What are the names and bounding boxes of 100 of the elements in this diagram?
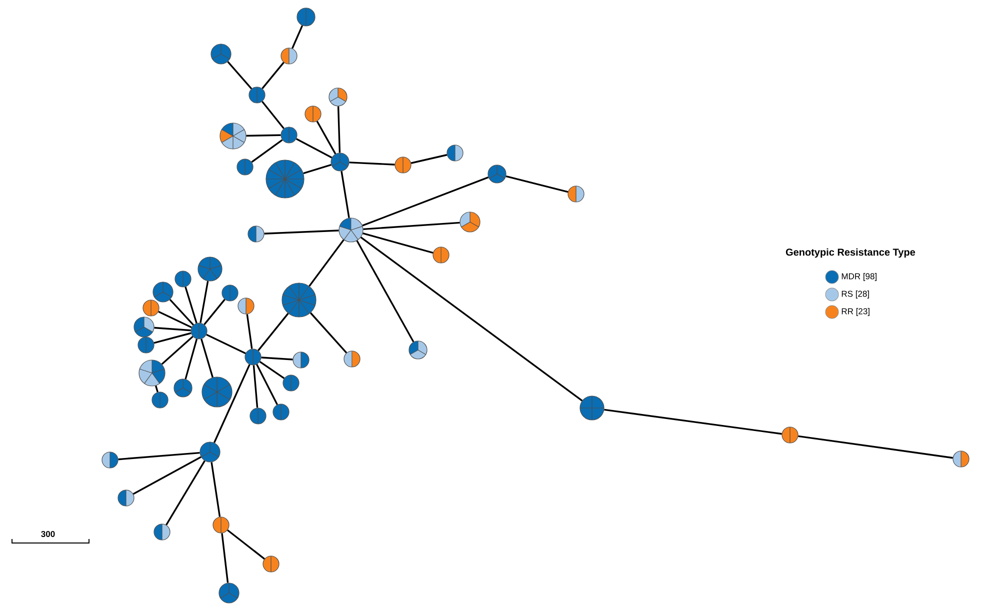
pie-node: [238, 298, 254, 314]
pie-node: [280, 48, 298, 64]
edge-line: [184, 338, 198, 380]
edge-line: [259, 361, 285, 380]
pie-node: [190, 322, 208, 340]
pie-node: [280, 126, 298, 144]
edge-line: [410, 154, 448, 164]
edge-line: [310, 312, 348, 354]
legend-label: MDR [98]: [842, 273, 876, 281]
edge-line: [154, 386, 158, 392]
pie-node: [138, 336, 154, 354]
pie-node: [250, 408, 266, 424]
pie-node: [262, 556, 280, 572]
pie-node: [210, 44, 232, 64]
edge-line: [169, 299, 194, 326]
pie-node: [200, 442, 220, 462]
edge-line: [256, 364, 278, 405]
edge-line: [349, 162, 395, 166]
edge-line: [362, 176, 489, 226]
edge-line: [798, 435, 953, 459]
edge-line: [200, 338, 214, 378]
scale-label: 300: [41, 531, 55, 538]
pie-node: [154, 524, 170, 540]
pie-node: [202, 376, 232, 408]
pie-node: [782, 426, 798, 444]
edge-line: [251, 139, 283, 163]
pie-node: [102, 452, 118, 468]
pie-node: [236, 158, 254, 176]
pie-node: [330, 152, 350, 172]
pie-node: [198, 256, 222, 282]
pie-node: [328, 88, 348, 106]
pie-node: [266, 160, 304, 198]
pie-node: [568, 186, 584, 202]
pie-node: [152, 392, 168, 408]
edge-line: [303, 164, 332, 174]
pie-node: [446, 144, 464, 162]
edge-line: [264, 230, 339, 234]
edge-line: [340, 171, 350, 218]
edge-line: [154, 326, 191, 332]
pie-node: [244, 348, 262, 366]
edge-line: [184, 286, 198, 324]
edge-line: [258, 312, 289, 352]
edge-line: [161, 336, 194, 365]
edge-line: [337, 106, 341, 153]
edge-line: [166, 460, 206, 526]
edge-line: [227, 61, 252, 90]
edge-line: [296, 138, 332, 158]
pie-node: [142, 300, 160, 316]
pie-node: [292, 352, 310, 368]
edge-line: [154, 332, 192, 344]
edge-line: [308, 239, 344, 287]
pie-node: [272, 404, 290, 420]
edge-line: [246, 134, 281, 137]
edge-line: [604, 408, 782, 435]
edge-line: [506, 175, 568, 193]
edge-line: [363, 222, 460, 230]
edge-line: [262, 100, 284, 130]
pie-node: [212, 516, 230, 534]
edge-line: [210, 462, 221, 517]
legend-label: RR [23]: [842, 308, 870, 316]
edge-line: [158, 310, 192, 328]
pie-node: [338, 218, 364, 242]
edge-line: [132, 456, 202, 495]
pie-node: [344, 350, 360, 368]
pie-node: [222, 284, 238, 302]
edge-line: [362, 232, 434, 254]
pie-node: [134, 316, 154, 338]
pie-node: [248, 86, 266, 104]
legend-title: Genotypic Resistance Type: [786, 248, 916, 258]
edge-line: [252, 365, 258, 408]
edge-line: [213, 364, 250, 443]
edge-line: [261, 356, 293, 360]
edge-line: [206, 334, 246, 354]
pie-node: [152, 282, 174, 302]
pie-node: [118, 490, 134, 506]
edge-line: [200, 280, 209, 323]
edge-line: [292, 25, 304, 49]
pie-node: [296, 8, 316, 26]
edge-line: [246, 314, 253, 349]
pie-node: [248, 226, 264, 242]
edge-line: [204, 298, 226, 326]
edge-line: [227, 529, 265, 560]
pie-node: [218, 582, 240, 604]
pie-node: [282, 282, 316, 318]
pie-node: [174, 270, 192, 288]
pie-node: [460, 212, 480, 232]
edge-line: [360, 236, 583, 402]
edge-line: [118, 452, 200, 460]
edge-line: [262, 62, 284, 90]
pie-node: [138, 360, 166, 386]
pie-node: [304, 106, 322, 122]
pie-node: [408, 340, 428, 360]
pie-node: [394, 156, 412, 174]
edge-line: [356, 240, 414, 342]
pie-node: [432, 246, 450, 264]
edge-line: [316, 120, 336, 154]
pie-node: [580, 396, 604, 420]
pie-node: [220, 122, 246, 150]
pie-node: [952, 450, 970, 468]
pie-node: [488, 164, 506, 184]
